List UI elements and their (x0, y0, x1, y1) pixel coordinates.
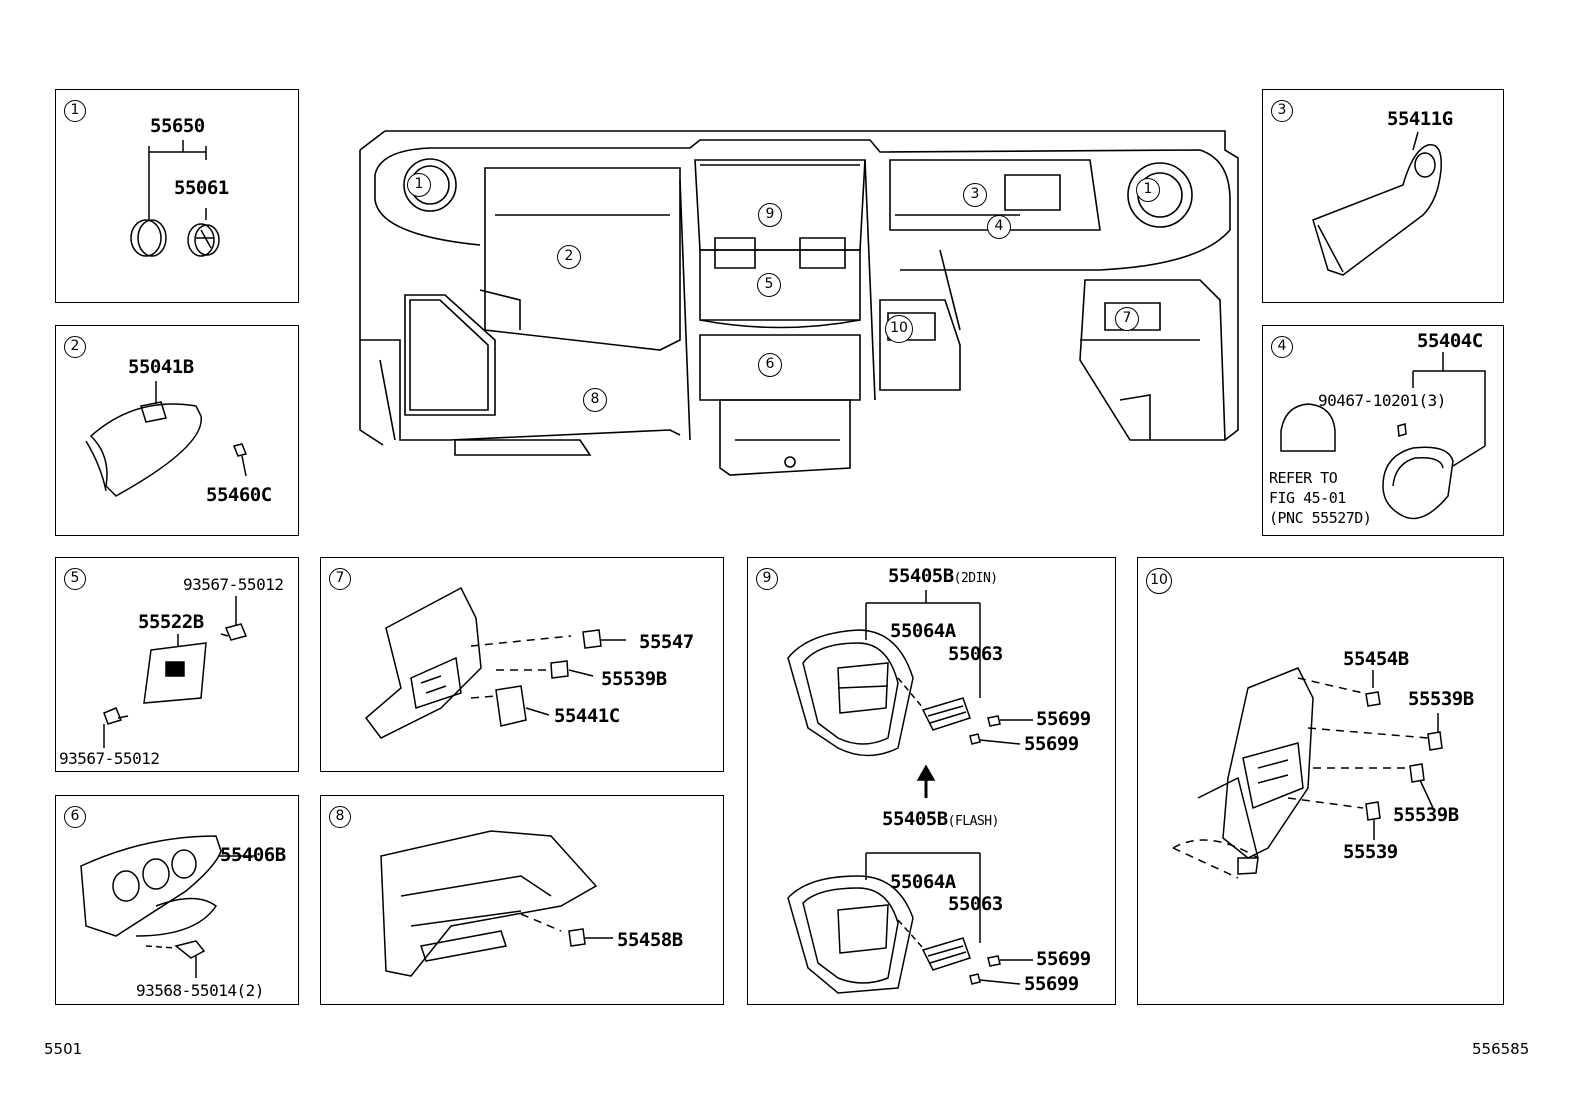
glovebox-drawing (85, 381, 248, 497)
panel-2: 2 55041B 55460C (55, 325, 299, 536)
reference-note: (PNC 55527D) (1269, 509, 1372, 527)
panel-number: 6 (64, 806, 86, 828)
part-label: 90467-10201(3) (1318, 391, 1446, 410)
panel-number: 3 (1271, 100, 1293, 122)
panel-1: 1 55650 55061 (55, 89, 299, 303)
part-label: 93568-55014(2) (136, 981, 264, 1000)
side-panel-drawing (1172, 667, 1443, 879)
part-label: 55064A (890, 620, 956, 642)
part-label-bottom-bezel: 55405B(FLASH) (882, 808, 999, 830)
panel-7: 7 55547 55539B 55441C (320, 557, 724, 772)
callout-1-right[interactable]: 1 (1136, 178, 1160, 202)
panel-5: 5 93567-55012 55522B 93567-55012 (55, 557, 299, 772)
under-cover-drawing (380, 830, 613, 977)
part-label: 93567-55012 (183, 575, 284, 594)
panel-number: 7 (329, 568, 351, 590)
part-label: 55406B (220, 844, 286, 866)
part-label: 55699 (1036, 708, 1091, 730)
reference-note: FIG 45-01 (1269, 489, 1346, 507)
callout-2[interactable]: 2 (557, 245, 581, 269)
panel-3: 3 55411G (1262, 89, 1504, 303)
panel-6: 6 55406B 93568-55014(2) (55, 795, 299, 1005)
variant-suffix: (FLASH) (947, 814, 1000, 829)
panel-number: 2 (64, 336, 86, 358)
part-label: 55404C (1417, 330, 1483, 352)
callout-8[interactable]: 8 (583, 388, 607, 412)
callout-4[interactable]: 4 (987, 215, 1011, 239)
meter-hood-drawing (1280, 352, 1486, 520)
part-label: 55411G (1387, 108, 1453, 130)
part-label: 55454B (1343, 648, 1409, 670)
footer-left-code: 5501 (44, 1040, 83, 1058)
panel-number: 5 (64, 568, 86, 590)
part-label: 55458B (617, 929, 683, 951)
heater-control-drawing (80, 835, 256, 978)
panel-number: 8 (329, 806, 351, 828)
part-label: 55699 (1036, 948, 1091, 970)
part-label: 55063 (948, 893, 1003, 915)
callout-7[interactable]: 7 (1115, 307, 1139, 331)
part-number: 55405B (888, 565, 954, 587)
part-label: 55441C (554, 705, 620, 727)
part-label: 55063 (948, 643, 1003, 665)
part-label: 55547 (639, 631, 694, 653)
center-bezel-drawing (787, 590, 1033, 994)
footer-right-code: 556585 (1472, 1040, 1530, 1058)
part-label: 55539B (1393, 804, 1459, 826)
panel-8: 8 55458B (320, 795, 724, 1005)
part-label-top-bezel: 55405B(2DIN) (888, 565, 998, 587)
cluster-bezel-drawing (1312, 131, 1442, 276)
part-label: 93567-55012 (59, 749, 160, 768)
part-label: 55064A (890, 871, 956, 893)
callout-6[interactable]: 6 (758, 353, 782, 377)
part-label: 55522B (138, 611, 204, 633)
reference-note: REFER TO (1269, 469, 1338, 487)
part-label: 55650 (150, 115, 205, 137)
switch-panel-drawing (103, 596, 248, 748)
panel-number: 4 (1271, 336, 1293, 358)
callout-1-left[interactable]: 1 (407, 173, 431, 197)
part-label: 55539B (601, 668, 667, 690)
callout-9[interactable]: 9 (758, 203, 782, 227)
part-label: 55061 (174, 177, 229, 199)
part-label: 55460C (206, 484, 272, 506)
callout-3[interactable]: 3 (963, 183, 987, 207)
lower-panel-drawing (364, 586, 626, 739)
panel-number: 10 (1146, 568, 1172, 594)
callout-10[interactable]: 10 (885, 315, 913, 343)
part-label: 55539 (1343, 841, 1398, 863)
vent-knob-drawing (130, 140, 220, 257)
panel-number: 9 (756, 568, 778, 590)
part-label: 55539B (1408, 688, 1474, 710)
panel-10: 10 55454B 55539B 55539B 55539 (1137, 557, 1504, 1005)
part-label: 55041B (128, 356, 194, 378)
callout-5[interactable]: 5 (757, 273, 781, 297)
part-label: 55699 (1024, 973, 1079, 995)
variant-suffix: (2DIN) (953, 571, 998, 586)
part-number: 55405B (882, 808, 948, 830)
part-label: 55699 (1024, 733, 1079, 755)
panel-4: 4 55404C 90467-10201(3) REFER TO FIG 45-… (1262, 325, 1504, 536)
panel-9: 9 55405B(2DIN) 55064A 55063 55699 55699 … (747, 557, 1116, 1005)
panel-number: 1 (64, 100, 86, 122)
